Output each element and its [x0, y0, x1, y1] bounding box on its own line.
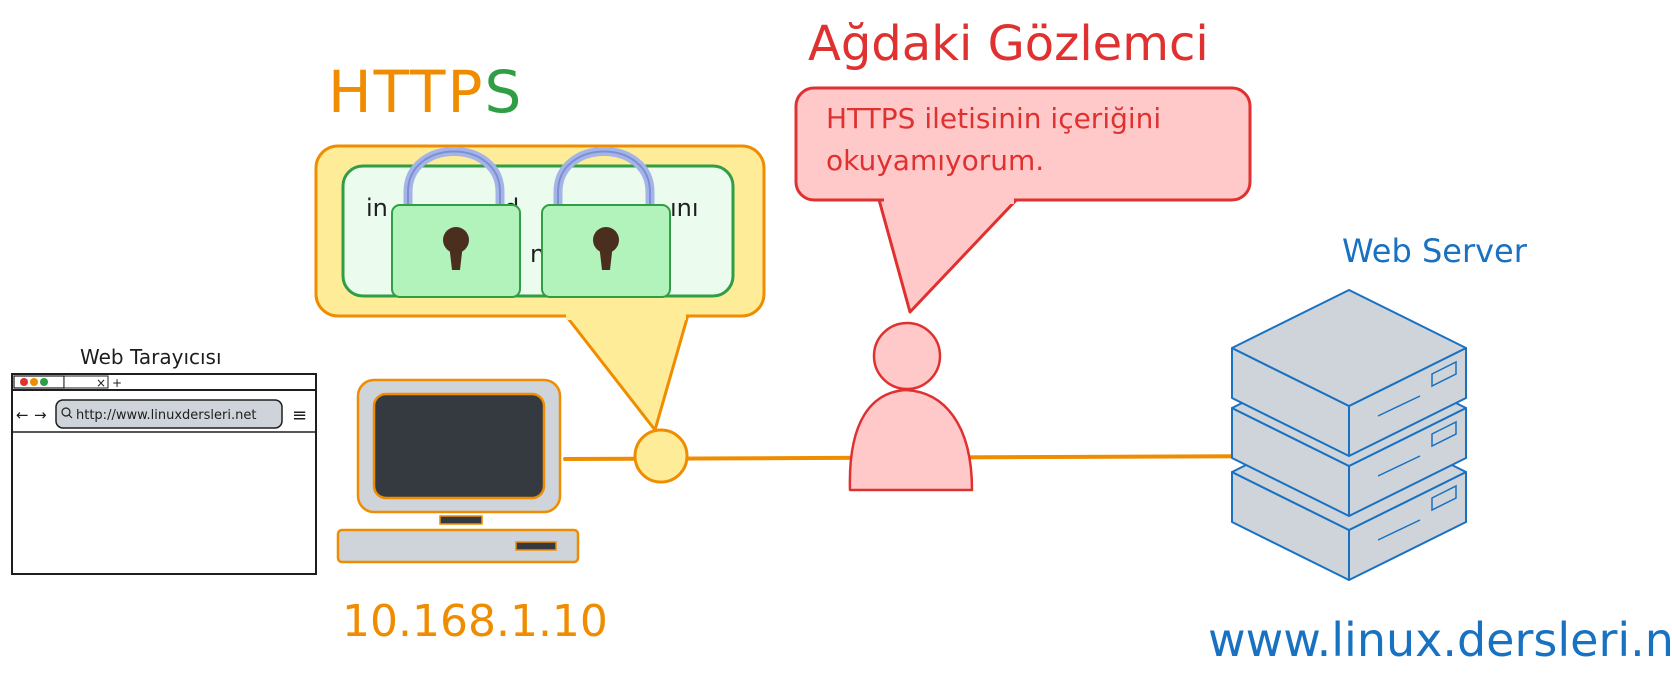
forward-arrow-icon[interactable]: →: [34, 406, 47, 424]
maximize-window-dot[interactable]: [40, 378, 48, 386]
client-ip-address: 10.168.1.10: [342, 596, 608, 647]
tab-add-icon[interactable]: +: [112, 376, 122, 390]
server-unit: [1231, 289, 1467, 457]
observer-speech-bubble: HTTPS iletisinin içeriğini okuyamıyorum.: [794, 86, 1252, 314]
search-icon: [61, 407, 71, 417]
https-title-http: HTTP: [328, 58, 484, 126]
observer-title: Ağdaki Gözlemci: [808, 16, 1209, 72]
menu-icon[interactable]: ≡: [292, 405, 307, 426]
packet-text-fragment-3: ını: [670, 194, 699, 222]
tab-close-icon[interactable]: ×: [96, 376, 106, 390]
back-arrow-icon[interactable]: ←: [16, 406, 29, 424]
packet-text-fragment-1: in: [366, 194, 388, 222]
lock-icon: [391, 147, 521, 298]
server-icon: [1231, 289, 1467, 581]
browser-label: Web Tarayıcısı: [80, 345, 222, 369]
computer-icon: [336, 378, 580, 564]
packet-node: [633, 428, 689, 484]
close-window-dot[interactable]: [20, 378, 28, 386]
server-domain: www.linux.dersleri.net: [1208, 613, 1672, 667]
observer-speech-line-2: okuyamıyorum.: [826, 144, 1044, 177]
observer-speech-line-1: HTTPS iletisinin içeriğini: [826, 102, 1161, 135]
observer-person-icon: [848, 321, 974, 492]
https-title-s: S: [484, 58, 523, 126]
minimize-window-dot[interactable]: [30, 378, 38, 386]
address-bar[interactable]: [55, 399, 283, 429]
lock-icon: [541, 147, 671, 298]
address-bar-url[interactable]: http://www.linuxdersleri.net: [76, 408, 256, 423]
web-browser-window: × + ← → http://www.linuxdersleri.net ≡: [11, 373, 317, 575]
server-label: Web Server: [1342, 232, 1528, 270]
https-title: HTTPS: [328, 58, 523, 126]
